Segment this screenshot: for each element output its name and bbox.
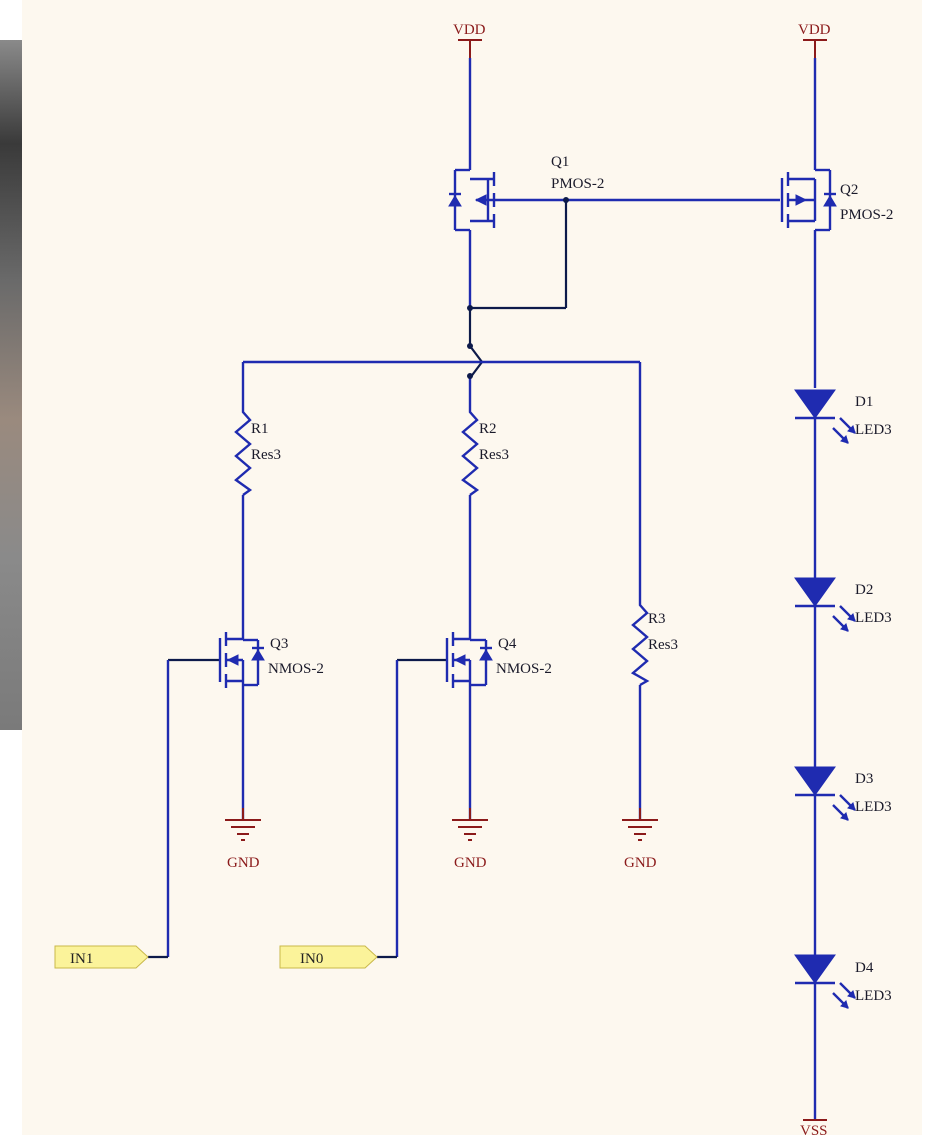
d1-ref: D1: [855, 394, 873, 410]
d2-value: LED3: [855, 610, 892, 626]
transistor-q4: Q4 NMOS-2: [445, 632, 552, 688]
junction-dot: [563, 197, 569, 203]
port-in0-label: IN0: [300, 951, 323, 967]
vdd-right-label: VDD: [798, 22, 831, 38]
r1-value: Res3: [251, 447, 281, 463]
d3-value: LED3: [855, 799, 892, 815]
vdd-right-symbol: VDD: [798, 22, 831, 58]
vdd-left-symbol: VDD: [453, 22, 486, 58]
d3-ref: D3: [855, 771, 873, 787]
r2-ref: R2: [479, 421, 497, 437]
resistor-r2: R2 Res3: [461, 405, 509, 496]
r2-value: Res3: [479, 447, 509, 463]
r1-ref: R1: [251, 421, 269, 437]
junction-dot: [467, 305, 473, 311]
q3-value: NMOS-2: [268, 661, 324, 677]
gnd-2-label: GND: [454, 855, 487, 871]
gnd-symbol-1: GND: [225, 808, 261, 871]
gnd-3-label: GND: [624, 855, 657, 871]
transistor-q2: Q2 PMOS-2: [780, 168, 893, 232]
q1-value: PMOS-2: [551, 176, 604, 192]
port-in1-label: IN1: [70, 951, 93, 967]
q3-ref: Q3: [270, 636, 288, 652]
r3-value: Res3: [648, 637, 678, 653]
gnd-symbol-2: GND: [452, 808, 488, 871]
port-in1: IN1: [54, 945, 149, 969]
q1-ref: Q1: [551, 154, 569, 170]
transistor-q1: Q1 PMOS-2: [448, 154, 604, 232]
r3-ref: R3: [648, 611, 666, 627]
d1-value: LED3: [855, 422, 892, 438]
d2-ref: D2: [855, 582, 873, 598]
led-d3: D3 LED3: [794, 766, 892, 821]
gnd-symbol-3: GND: [622, 808, 658, 871]
led-d2: D2 LED3: [794, 577, 892, 632]
junction-dot: [467, 343, 473, 349]
port-in0: IN0: [279, 945, 378, 969]
resistor-r3: R3 Res3: [630, 598, 678, 687]
q4-value: NMOS-2: [496, 661, 552, 677]
vss-label: VSS: [800, 1123, 828, 1135]
d4-value: LED3: [855, 988, 892, 1004]
led-d1: D1 LED3: [794, 389, 892, 444]
wires: [148, 58, 817, 1120]
led-d4: D4 LED3: [794, 954, 892, 1009]
q2-ref: Q2: [840, 182, 858, 198]
junction-dot: [467, 373, 473, 379]
q4-ref: Q4: [498, 636, 517, 652]
q2-value: PMOS-2: [840, 207, 893, 223]
vss-symbol: VSS: [800, 1119, 828, 1135]
resistor-r1: R1 Res3: [234, 405, 281, 496]
gnd-1-label: GND: [227, 855, 260, 871]
d4-ref: D4: [855, 960, 874, 976]
schematic-sheet: [22, 0, 922, 1135]
transistor-q3: Q3 NMOS-2: [218, 632, 324, 688]
vdd-left-label: VDD: [453, 22, 486, 38]
